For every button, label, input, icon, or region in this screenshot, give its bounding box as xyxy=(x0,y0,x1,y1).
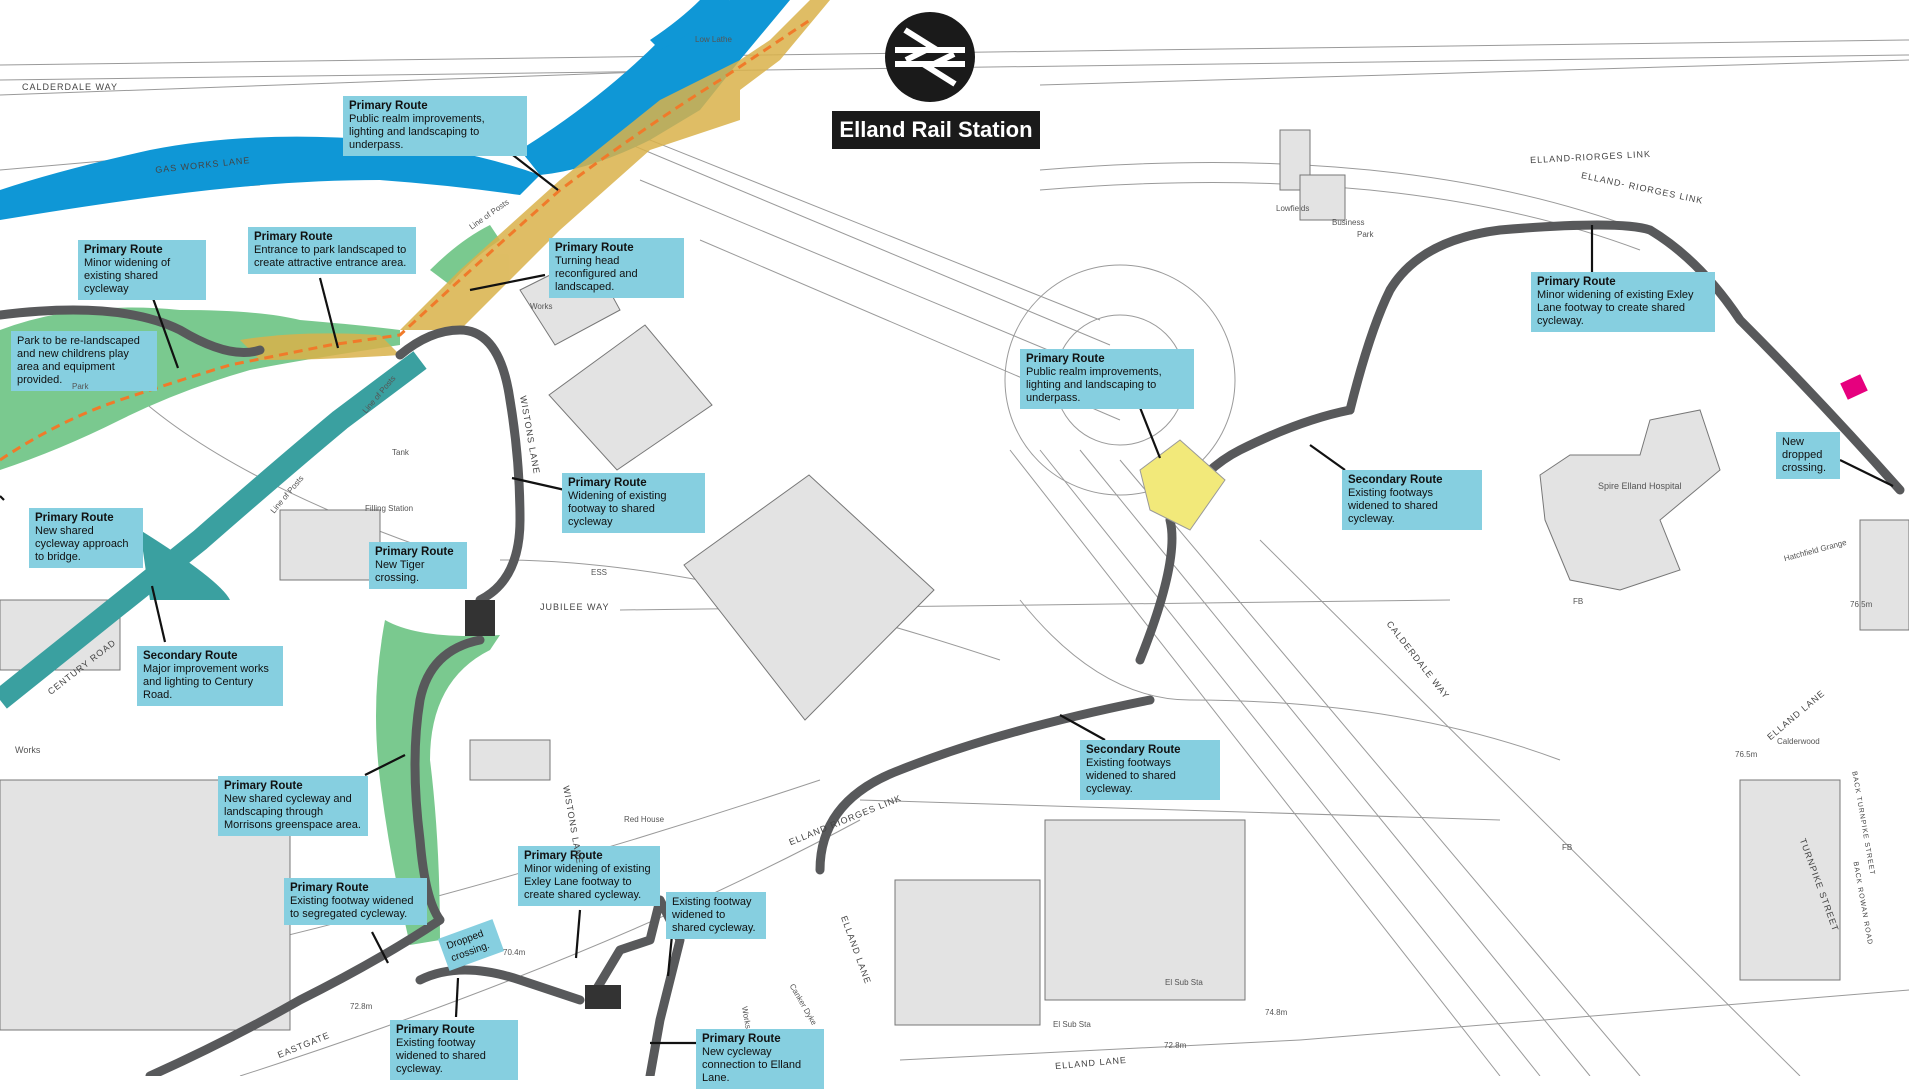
callout-title: Secondary Route xyxy=(1086,744,1181,756)
place-label: Filling Station xyxy=(365,504,414,513)
central-underpass-highlight xyxy=(1139,439,1226,531)
callout-title: Primary Route xyxy=(35,512,114,524)
callout-title: Primary Route xyxy=(254,231,333,243)
place-label: El Sub Sta xyxy=(1165,978,1203,987)
callout-title: Primary Route xyxy=(1026,353,1105,365)
dropped-crossing-marker xyxy=(1840,374,1868,400)
callout-body: New dropped crossing. xyxy=(1782,436,1827,474)
callout-body: New cycleway connection to Elland Lane. xyxy=(702,1046,802,1084)
spot-height: 72.8m xyxy=(350,1002,373,1011)
street-label: CALDERDALE WAY xyxy=(22,82,119,92)
callout-title: Primary Route xyxy=(396,1024,475,1036)
callout-body: New Tiger crossing. xyxy=(375,559,425,584)
place-label: El Sub Sta xyxy=(1053,1020,1091,1029)
callout-title: Primary Route xyxy=(375,546,454,558)
callout-title: Primary Route xyxy=(524,850,603,862)
place-label: Calderwood xyxy=(1777,737,1820,746)
buildings xyxy=(0,129,1909,1031)
callout-title: Primary Route xyxy=(349,100,428,112)
callout-body: New shared cycleway approach to bridge. xyxy=(35,525,129,563)
callout-title: Primary Route xyxy=(84,244,163,256)
callout-title: Primary Route xyxy=(290,882,369,894)
place-label: Lowfields xyxy=(1276,204,1310,213)
spot-height: 76.5m xyxy=(1850,600,1873,609)
callout-body: Minor widening of existing shared cyclew… xyxy=(84,257,171,295)
callout-title: Primary Route xyxy=(1537,276,1616,288)
place-label: ESS xyxy=(591,568,608,577)
callout-arrows xyxy=(0,144,1894,1045)
callout-body: Existing footways widened to shared cycl… xyxy=(1086,757,1176,795)
place-label: FB xyxy=(1573,597,1584,606)
place-label: Works xyxy=(15,745,41,755)
callout-body: Entrance to park landscaped to create at… xyxy=(254,244,407,269)
callout-body: Existing footway widened to segregated c… xyxy=(290,895,414,920)
place-label: Business xyxy=(1332,218,1365,227)
base-map xyxy=(0,39,1909,1076)
place-label: Park xyxy=(1357,230,1374,239)
callout-body: Major improvement works and lighting to … xyxy=(143,663,269,701)
callout-title: Primary Route xyxy=(702,1033,781,1045)
callout-body: Public realm improvements, lighting and … xyxy=(349,113,485,151)
callout-park-relandscape: Park to be re-landscaped and new childre… xyxy=(11,331,157,391)
callout-body: Existing footway widened to shared cycle… xyxy=(672,896,756,934)
callout-body: Existing footway widened to shared cycle… xyxy=(396,1037,486,1075)
river xyxy=(0,0,790,220)
callout-title: Secondary Route xyxy=(1348,474,1443,486)
spot-height: 70.4m xyxy=(503,948,526,957)
callout-footway-widened-shared: Existing footway widened to shared cycle… xyxy=(666,892,766,939)
teal-route-junction xyxy=(140,530,230,600)
callout-body: Turning head reconfigured and landscaped… xyxy=(555,255,638,293)
place-label: Works xyxy=(530,302,553,311)
tiger-crossing-marker xyxy=(465,600,495,636)
spot-height: 72.8m xyxy=(1164,1041,1187,1050)
callout-body: New shared cycleway and landscaping thro… xyxy=(224,793,361,831)
callout-title: Primary Route xyxy=(224,780,303,792)
street-label: JUBILEE WAY xyxy=(540,602,610,612)
place-label: Red House xyxy=(624,815,665,824)
teal-route-century-road xyxy=(0,351,427,709)
callout-title: Primary Route xyxy=(555,242,634,254)
station-name-label: Elland Rail Station xyxy=(832,111,1040,149)
place-label: Low Lathe xyxy=(695,35,732,44)
callout-body: Public realm improvements, lighting and … xyxy=(1026,366,1162,404)
crossing-marker-south xyxy=(585,985,621,1009)
place-label: Tank xyxy=(392,448,409,457)
callout-title: Secondary Route xyxy=(143,650,238,662)
callout-body: Minor widening of existing Exley Lane fo… xyxy=(1537,289,1694,327)
callout-body: Widening of existing footway to shared c… xyxy=(568,490,667,528)
callout-body: Park to be re-landscaped and new childre… xyxy=(17,335,140,386)
callout-body: Minor widening of existing Exley Lane fo… xyxy=(524,863,651,901)
national-rail-icon xyxy=(885,12,975,102)
place-label: FB xyxy=(1562,843,1573,852)
spot-height: 76.5m xyxy=(1735,750,1758,759)
callout-title: Primary Route xyxy=(568,477,647,489)
place-label: Spire Elland Hospital xyxy=(1598,481,1682,491)
place-label: Park xyxy=(72,382,89,391)
spot-height: 74.8m xyxy=(1265,1008,1288,1017)
callout-body: Existing footways widened to shared cycl… xyxy=(1348,487,1438,525)
dashed-route-line xyxy=(0,18,811,462)
callout-new-dropped-crossing: New dropped crossing. xyxy=(1776,432,1840,479)
